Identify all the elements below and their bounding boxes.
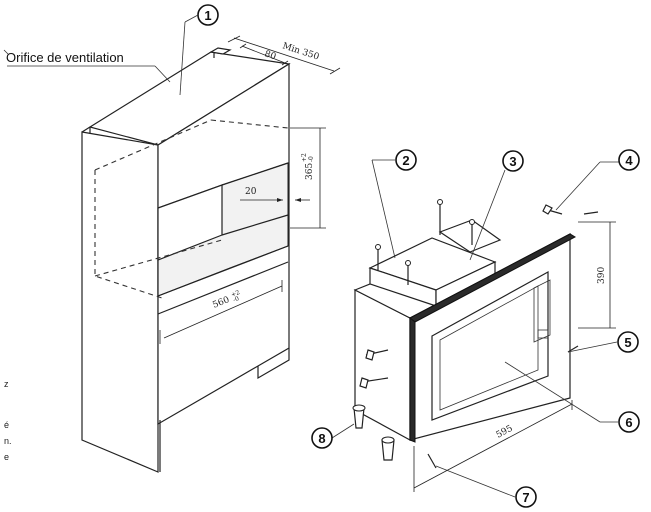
fragment-4: e	[4, 452, 9, 462]
dimension-niche-width: 560 +2 -0	[159, 280, 283, 344]
callout-4-number: 4	[625, 153, 633, 168]
callout-2: 2	[371, 149, 417, 259]
callout-4: 4	[555, 149, 640, 211]
callout-5: 5	[567, 331, 639, 353]
vent-label: Orifice de ventilation	[6, 50, 124, 65]
dim-365-tol-minus: -0	[308, 156, 315, 162]
dim-365: 365	[305, 163, 315, 180]
fragment-3: n.	[4, 436, 12, 446]
cabinet	[81, 47, 291, 473]
dimension-niche-height: 365 +2 -0	[290, 127, 326, 229]
dim-365-tol-plus: +2	[301, 153, 308, 162]
callout-5-number: 5	[624, 335, 631, 350]
cropped-text-fragments: z é n. e	[4, 379, 12, 462]
vent-slot	[209, 47, 232, 55]
callout-3: 3	[469, 150, 524, 261]
dim-390: 390	[597, 267, 607, 284]
dimension-frame-height: 390	[578, 221, 616, 329]
vent-label-group: Orifice de ventilation	[3, 49, 171, 83]
callout-8: 8	[311, 423, 355, 449]
dim-20: 20	[245, 187, 257, 197]
fragment-1: z	[4, 379, 9, 389]
callout-3-number: 3	[509, 154, 516, 169]
callout-1-number: 1	[204, 8, 211, 23]
screws	[359, 199, 599, 469]
control-panel	[533, 279, 551, 343]
callout-1: 1	[179, 4, 219, 96]
dim-560-tol-minus: -0	[232, 295, 240, 304]
feet	[352, 404, 395, 461]
callout-7-number: 7	[522, 490, 529, 505]
dim-80: 80	[263, 49, 277, 62]
callout-8-number: 8	[318, 431, 325, 446]
dimension-gap-20: 20	[240, 187, 310, 202]
microwave-assembly	[352, 199, 599, 469]
dim-595: 595	[495, 424, 515, 441]
callout-6: 6	[504, 361, 640, 433]
callout-2-number: 2	[402, 153, 409, 168]
fragment-2: é	[4, 420, 9, 430]
dim-560-tol-plus: +2	[230, 289, 241, 299]
callout-6-number: 6	[625, 415, 632, 430]
callout-7: 7	[435, 465, 537, 508]
door-window	[431, 270, 549, 421]
dim-min350: Min 350	[281, 41, 320, 62]
